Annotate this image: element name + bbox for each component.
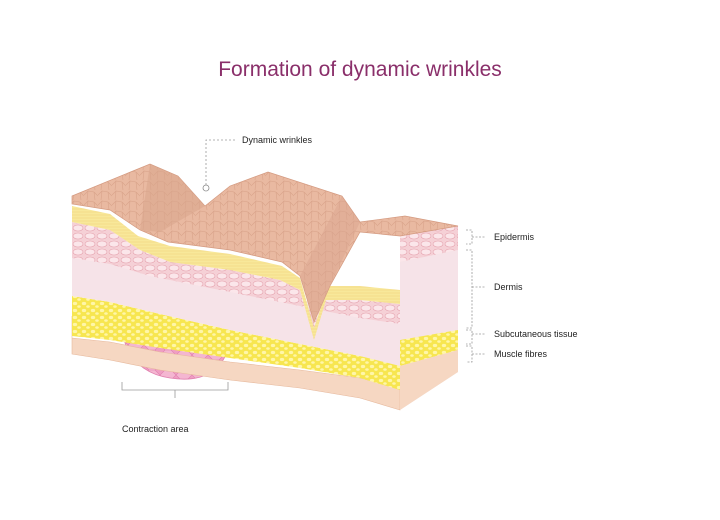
epidermis-bracket [466,229,486,245]
label-dermis: Dermis [494,282,523,292]
contraction-bracket [121,382,229,398]
yellow-band [72,206,400,340]
label-contraction-area: Contraction area [122,424,189,434]
dermis-bracket [466,249,486,329]
dermis-layer [72,250,400,366]
diagram-title: Formation of dynamic wrinkles [218,58,502,81]
label-epidermis: Epidermis [494,232,535,242]
label-dynamic-wrinkles: Dynamic wrinkles [242,135,313,145]
wrinkle-marker [202,184,210,192]
wrinkles-leader [205,139,236,185]
label-subcutaneous-tissue: Subcutaneous tissue [494,329,578,339]
label-muscle-fibres: Muscle fibres [494,349,548,359]
subcutaneous-layer [72,296,400,390]
subcutaneous-bracket [466,329,486,345]
muscle-bracket [466,345,486,363]
